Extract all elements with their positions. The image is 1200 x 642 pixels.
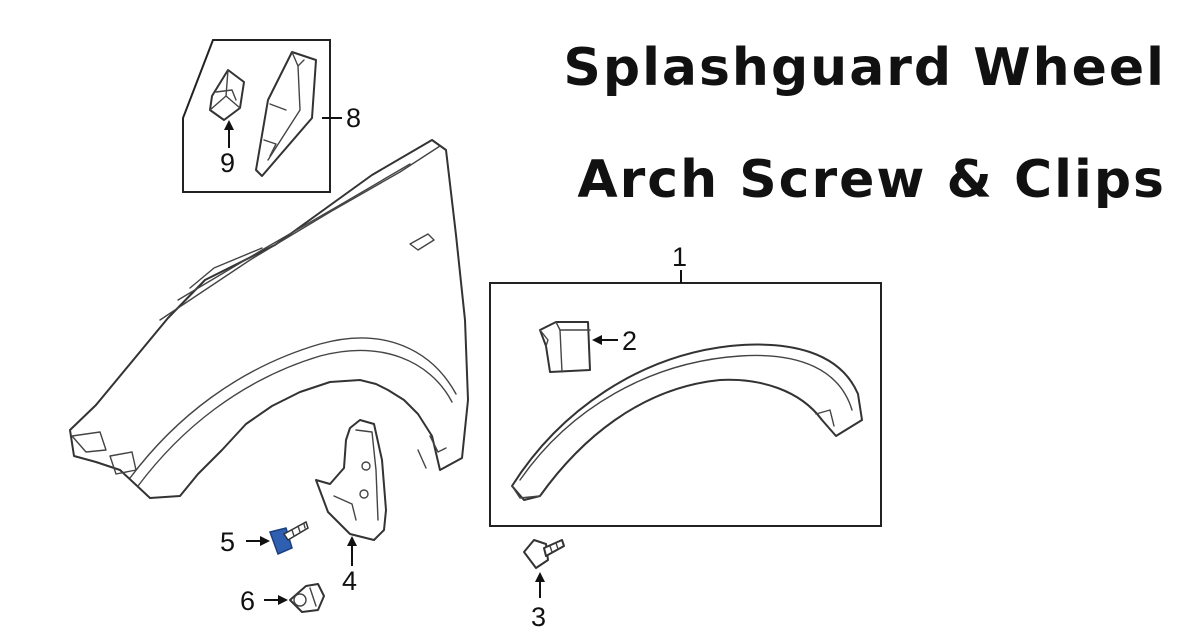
callout-1: 1	[672, 242, 687, 272]
screw-5-shape	[269, 520, 309, 556]
callout-3: 3	[531, 602, 546, 632]
callout-6: 6	[240, 586, 255, 616]
callout-9: 9	[220, 148, 235, 178]
inset-box-1-2	[489, 282, 882, 527]
trim-8-shape	[255, 51, 317, 177]
title-line-2: Arch Screw & Clips	[577, 150, 1166, 210]
callout-4: 4	[342, 566, 357, 596]
arch-molding-1-shape	[511, 343, 863, 501]
screw-3-shape	[523, 539, 565, 569]
callout-8: 8	[346, 103, 361, 133]
fender-panel	[69, 139, 469, 499]
clip-2-shape	[539, 321, 591, 373]
clip-9-shape	[209, 69, 245, 121]
clip-6-shape	[289, 583, 325, 613]
callout-5: 5	[220, 527, 235, 557]
mudflap-4-shape	[315, 419, 387, 541]
inset-box-8-9	[182, 39, 342, 193]
title-line-1: Splashguard Wheel	[563, 38, 1166, 98]
callout-2: 2	[622, 326, 637, 356]
